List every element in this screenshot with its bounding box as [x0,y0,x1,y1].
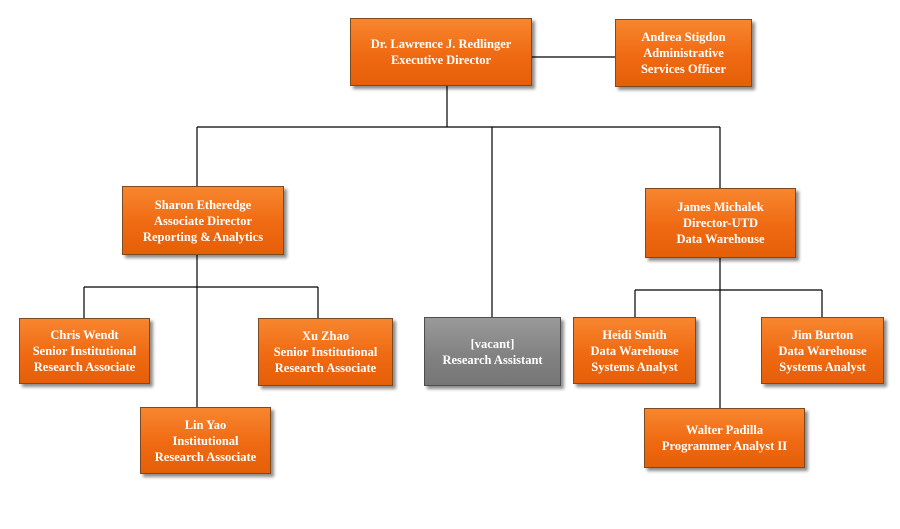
node-title-2: Services Officer [640,62,727,76]
node-title-1: Senior Institutional [273,345,378,359]
node-title-1: Data Warehouse [590,343,679,358]
node-title-2: Data Warehouse [676,232,765,246]
node-title-2: Systems Analyst [779,359,866,374]
node-title-1: Data Warehouse [778,343,867,358]
node-title-2: Research Associate [274,361,377,375]
node-admin-officer: Andrea Stigdon Administrative Services O… [615,19,752,87]
node-director-utd: James Michalek Director-UTD Data Warehou… [645,188,796,258]
node-title-1: Director-UTD [683,216,758,230]
node-name: Xu Zhao [302,329,349,343]
node-heidi-smith: Heidi Smith Data Warehouse Systems Analy… [573,317,696,384]
node-jim-burton: Jim Burton Data Warehouse Systems Analys… [761,317,884,384]
node-title-2: Reporting & Analytics [142,229,264,244]
node-lin-yao: Lin Yao Institutional Research Associate [140,407,271,474]
node-title-1: Institutional [172,433,239,448]
node-name: Walter Padilla [685,423,764,437]
node-title-1: Administrative [643,46,724,60]
node-associate-director: Sharon Etheredge Associate Director Repo… [122,186,284,255]
node-title: Research Assistant [442,352,543,367]
node-name: Sharon Etheredge [154,197,252,212]
node-chris-wendt: Chris Wendt Senior Institutional Researc… [19,318,150,384]
node-title: Executive Director [390,53,492,67]
node-title-1: Senior Institutional [32,344,137,358]
node-title-1: Associate Director [154,213,252,228]
node-name: Jim Burton [791,327,854,342]
node-name: Andrea Stigdon [641,30,726,44]
node-xu-zhao: Xu Zhao Senior Institutional Research As… [258,318,393,386]
node-name: Heidi Smith [602,327,667,342]
node-title-2: Research Associate [33,360,136,374]
node-title: Programmer Analyst II [661,439,788,453]
node-walter-padilla: Walter Padilla Programmer Analyst II [644,408,805,468]
node-name: [vacant] [470,336,515,351]
node-name: Lin Yao [184,417,227,432]
node-title-2: Systems Analyst [591,359,678,374]
node-name: Dr. Lawrence J. Redlinger [370,37,512,51]
node-title-2: Research Associate [154,449,257,464]
node-executive-director: Dr. Lawrence J. Redlinger Executive Dire… [350,18,532,86]
node-name: Chris Wendt [50,328,119,342]
node-name: James Michalek [677,200,764,214]
node-vacant-research-assistant: [vacant] Research Assistant [424,317,561,386]
